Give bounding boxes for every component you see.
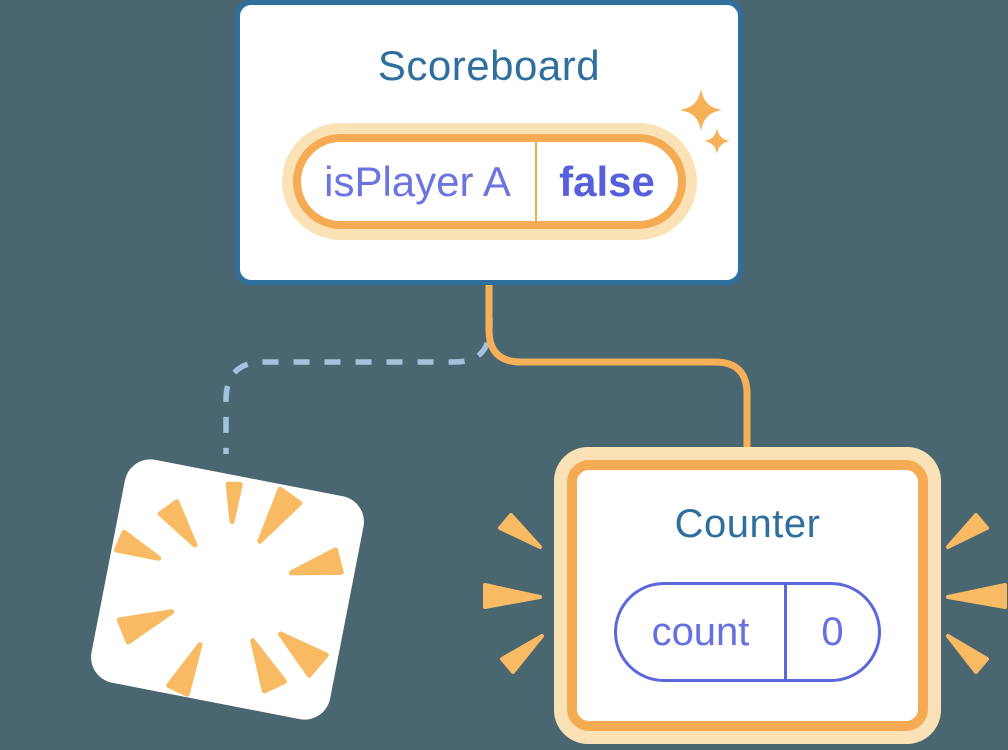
state-value: false (559, 157, 655, 205)
solid-new-connector-path (485, 280, 751, 452)
state-key: isPlayer A (301, 142, 537, 221)
scoreboard-card: Scoreboard isPlayer A false (235, 0, 743, 285)
dashed-old-connector-path (223, 318, 493, 454)
counter-state-pill: count 0 (614, 582, 881, 682)
scoreboard-state-pill: isPlayer A false (292, 134, 686, 229)
counter-card-inner: Counter count 0 (567, 460, 928, 731)
count-value: 0 (821, 609, 844, 654)
scoreboard-title: Scoreboard (377, 42, 601, 89)
counter-card: Counter count 0 (554, 447, 941, 744)
poof-burst-icon (113, 481, 344, 697)
sparkle-icon (680, 89, 730, 154)
emphasis-rays-right-icon (946, 513, 1007, 674)
count-key: count (617, 585, 787, 679)
counter-title: Counter (674, 502, 821, 546)
destroyed-component-card (86, 454, 369, 725)
emphasis-rays-left-icon (483, 513, 544, 674)
